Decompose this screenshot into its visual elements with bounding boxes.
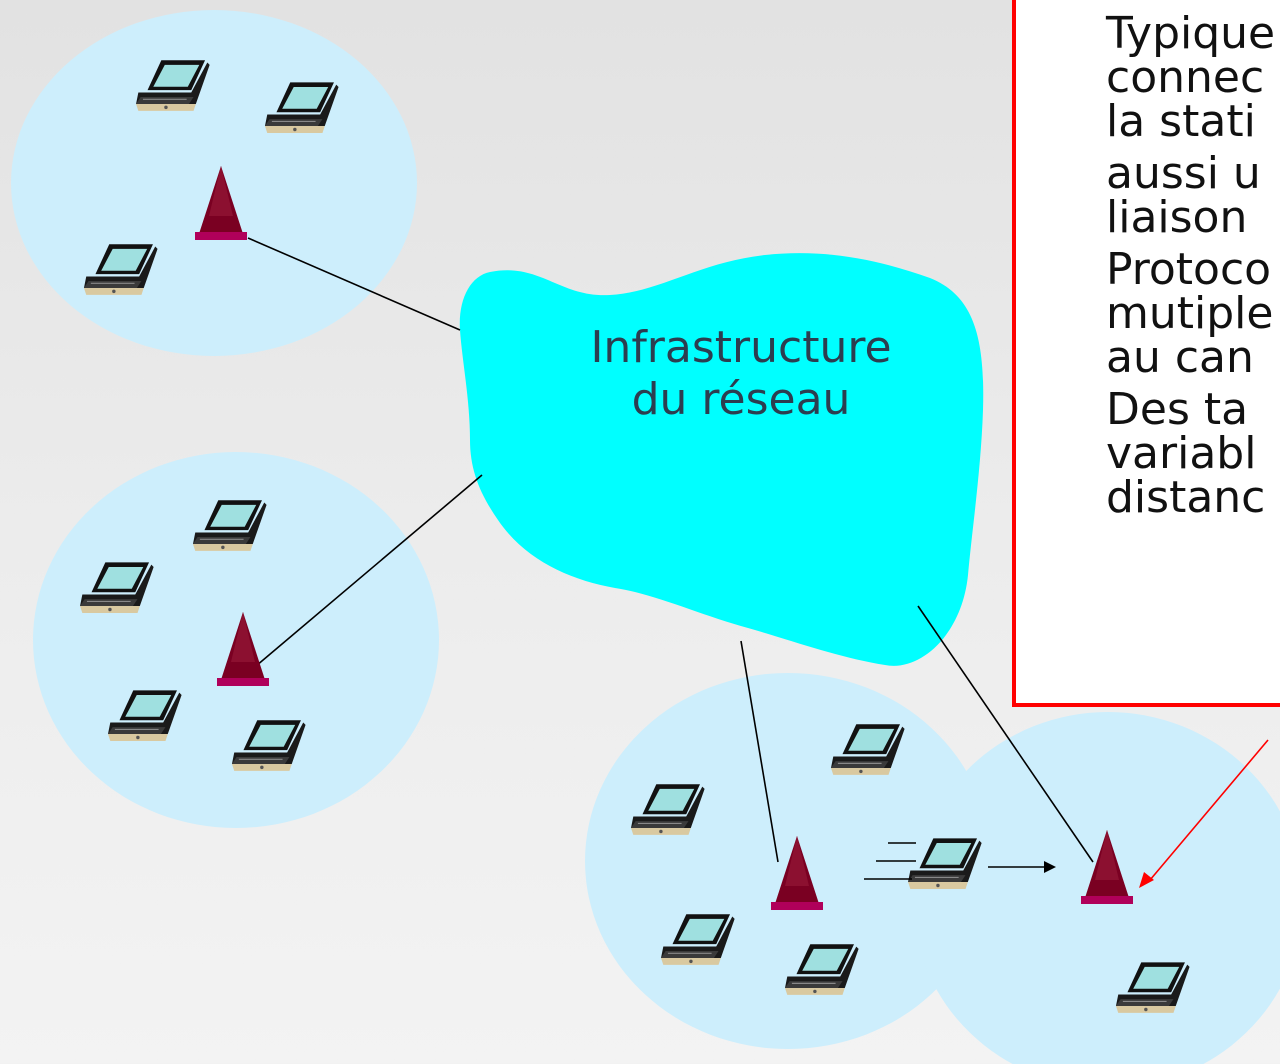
- callout-item: Des ta variabl distanc: [1016, 388, 1280, 520]
- cloud-label: Infrastructure du réseau: [560, 322, 922, 426]
- link-line: [247, 237, 461, 331]
- callout-pointer-arrowhead: [1139, 872, 1154, 888]
- callout-item-text: Typique connec la stati: [1106, 8, 1276, 147]
- movement-arrowhead: [1044, 861, 1056, 873]
- cloud-label-line-1: Infrastructure: [590, 322, 892, 373]
- callout-item-text: Protoco mutiple au can: [1106, 244, 1274, 383]
- cell-top-left: [11, 10, 417, 356]
- link-line: [740, 640, 779, 863]
- callout-box: Typique connec la stati aussi u liaison …: [1012, 0, 1280, 707]
- callout-list: Typique connec la stati aussi u liaison …: [1016, 12, 1280, 528]
- callout-item: Protoco mutiple au can: [1016, 248, 1280, 380]
- network-infrastructure-cloud: [459, 253, 984, 666]
- callout-item-text: Des ta variabl distanc: [1106, 384, 1266, 523]
- callout-item: Typique connec la stati: [1016, 12, 1280, 144]
- link-line: [917, 605, 1094, 863]
- callout-item: aussi u liaison: [1016, 152, 1280, 240]
- link-line: [255, 474, 483, 667]
- motion-lines-icon: [864, 842, 916, 880]
- callout-pointer: [1149, 739, 1269, 881]
- callout-item-text: aussi u liaison: [1106, 148, 1261, 243]
- cloud-label-line-2: du réseau: [631, 374, 851, 425]
